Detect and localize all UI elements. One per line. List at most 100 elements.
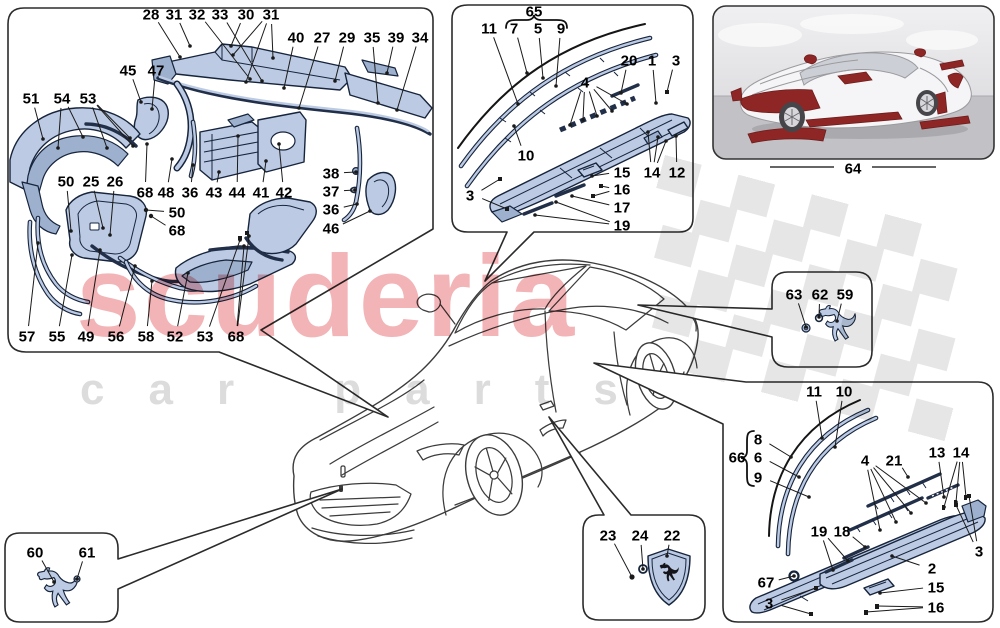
part-label-53[interactable]: 53 (197, 238, 242, 346)
part-label-54[interactable]: 54 (54, 91, 85, 150)
part-label-8[interactable]: 8 (754, 432, 793, 459)
svg-text:11: 11 (481, 21, 497, 38)
part-label-31[interactable]: 31 (231, 7, 279, 84)
part-label-27[interactable]: 27 (297, 30, 330, 110)
checker-square (727, 244, 773, 288)
part-label-51[interactable]: 51 (23, 91, 45, 141)
part-label-15[interactable]: 15 (878, 580, 944, 597)
part-label-58[interactable]: 58 (138, 279, 155, 346)
brace-66 (740, 430, 755, 487)
checkered-flag-watermark (651, 155, 958, 442)
part-label-4[interactable]: 4 (861, 453, 928, 532)
cowl-panel (167, 43, 353, 91)
svg-text:3: 3 (466, 188, 474, 205)
part-label-36[interactable]: 36 (182, 163, 199, 202)
leader-line (582, 91, 585, 121)
part-label-3[interactable]: 3 (954, 494, 983, 561)
part-label-53[interactable]: 53 (80, 91, 135, 150)
part-label-46[interactable]: 46 (323, 209, 372, 238)
part-label-68[interactable]: 68 (137, 142, 154, 202)
part-label-1[interactable]: 1 (648, 53, 658, 105)
part-label-29[interactable]: 29 (333, 30, 355, 83)
part-label-28[interactable]: 28 (143, 7, 182, 59)
part-label-20[interactable]: 20 (619, 53, 637, 95)
trim-arc-7 (457, 23, 646, 149)
part-label-44[interactable]: 44 (229, 134, 246, 202)
part-label-23[interactable]: 23 (600, 528, 634, 579)
part-label-31[interactable]: 31 (166, 7, 192, 48)
svg-text:60: 60 (27, 545, 44, 562)
part-label-30[interactable]: 30 (229, 7, 254, 48)
part-label-22[interactable]: 22 (664, 528, 681, 558)
part-label-9[interactable]: 9 (754, 470, 811, 499)
part-label-50[interactable]: 50 (58, 174, 75, 233)
part-label-55[interactable]: 55 (49, 253, 74, 346)
part-label-40[interactable]: 40 (282, 30, 304, 90)
leader-line (146, 280, 153, 327)
windshield (454, 265, 587, 334)
part-label-21[interactable]: 21 (886, 453, 910, 479)
part-label-43[interactable]: 43 (206, 170, 223, 202)
part-label-2[interactable]: 2 (890, 554, 936, 578)
part-label-15[interactable]: 15 (590, 165, 630, 182)
part-label-66[interactable]: 66 (729, 450, 746, 467)
part-label-11[interactable]: 11 (806, 384, 824, 440)
part-label-49[interactable]: 49 (78, 248, 102, 346)
part-label-67[interactable]: 67 (758, 574, 796, 592)
part-label-68[interactable]: 68 (228, 234, 251, 346)
part-label-35[interactable]: 35 (364, 30, 381, 105)
leader-line (891, 555, 920, 566)
part-label-3[interactable]: 3 (665, 53, 680, 94)
part-label-48[interactable]: 48 (158, 157, 175, 202)
svg-text:68: 68 (137, 185, 154, 202)
part-label-65[interactable]: 65 (526, 4, 543, 21)
part-label-6[interactable]: 6 (754, 450, 801, 479)
part-label-14[interactable]: 14 (644, 130, 668, 182)
svg-text:8: 8 (754, 432, 762, 449)
leader-line (177, 272, 189, 327)
part-label-37[interactable]: 37 (323, 184, 357, 201)
part-label-3[interactable]: 3 (466, 177, 509, 211)
part-label-19[interactable]: 19 (533, 200, 630, 235)
roof-trim-parts (457, 23, 691, 223)
part-label-38[interactable]: 38 (323, 166, 358, 183)
part-label-5[interactable]: 5 (534, 21, 545, 80)
part-label-68[interactable]: 68 (149, 214, 185, 240)
part-label-9[interactable]: 9 (554, 21, 565, 88)
part-label-33[interactable]: 33 (212, 7, 264, 83)
part-label-52[interactable]: 52 (167, 271, 190, 346)
part-label-57[interactable]: 57 (19, 241, 40, 346)
part-label-32[interactable]: 32 (189, 7, 252, 81)
part-label-45[interactable]: 45 (120, 63, 143, 104)
part-label-4[interactable]: 4 (568, 75, 629, 127)
part-label-14[interactable]: 14 (942, 445, 970, 509)
part-label-11[interactable]: 11 (481, 21, 520, 106)
part-label-61[interactable]: 61 (75, 545, 95, 581)
part-label-42[interactable]: 42 (276, 142, 293, 202)
part-label-13[interactable]: 13 (929, 445, 946, 499)
part-label-60[interactable]: 60 (27, 545, 56, 584)
part-label-7[interactable]: 7 (510, 21, 529, 75)
part-label-41[interactable]: 41 (253, 159, 270, 202)
strip-19 (522, 201, 554, 216)
checker-square (725, 314, 771, 357)
part-label-34[interactable]: 34 (395, 30, 429, 112)
part-label-16[interactable]: 16 (864, 600, 944, 617)
part-label-36[interactable]: 36 (323, 202, 359, 219)
part-label-10[interactable]: 10 (512, 124, 534, 165)
part-label-16[interactable]: 16 (591, 182, 630, 199)
svg-text:38: 38 (323, 166, 340, 183)
part-label-24[interactable]: 24 (632, 528, 649, 571)
part-label-50[interactable]: 50 (144, 205, 185, 222)
part-label-26[interactable]: 26 (107, 174, 124, 237)
part-label-19[interactable]: 19 (811, 524, 850, 572)
part-label-3[interactable]: 3 (765, 586, 818, 616)
part-label-56[interactable]: 56 (108, 264, 137, 346)
leader-line (343, 189, 356, 192)
part-label-39[interactable]: 39 (385, 30, 404, 75)
part-label-25[interactable]: 25 (83, 174, 105, 230)
part-label-18[interactable]: 18 (834, 524, 867, 549)
part-label-64[interactable]: 64 (845, 161, 862, 178)
part-label-17[interactable]: 17 (570, 194, 630, 217)
part-label-47[interactable]: 47 (148, 63, 165, 111)
